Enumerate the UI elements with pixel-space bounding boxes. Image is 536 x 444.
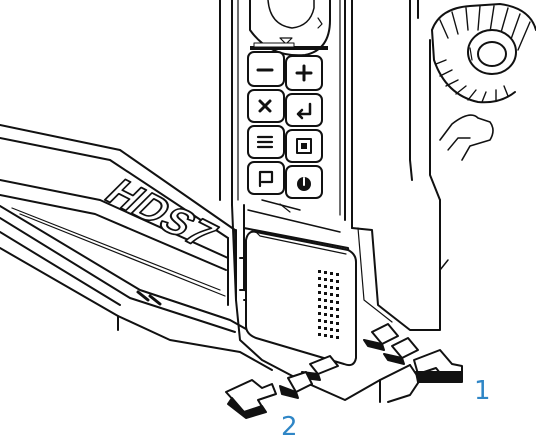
- waypoint-button[interactable]: [247, 161, 285, 195]
- menu-icon: [256, 135, 274, 149]
- flag-icon: [258, 170, 274, 188]
- unit-body: [219, 0, 449, 403]
- callout-label-1: 1: [474, 376, 491, 406]
- keypad: [247, 42, 328, 213]
- callout-1-arrows: [363, 323, 463, 383]
- card-slot-door: [245, 230, 357, 367]
- power-icon: [297, 177, 311, 191]
- callout-2-arrows: [225, 355, 339, 419]
- pages-icon: [296, 138, 312, 154]
- plus-icon: [295, 64, 313, 82]
- close-icon: [258, 99, 272, 113]
- callout-label-2: 2: [281, 412, 298, 442]
- mount-knob: [431, 3, 536, 161]
- grille-dots: [318, 270, 339, 339]
- enter-button[interactable]: [285, 93, 323, 127]
- enter-icon: [296, 102, 312, 120]
- display-housing: [0, 124, 273, 371]
